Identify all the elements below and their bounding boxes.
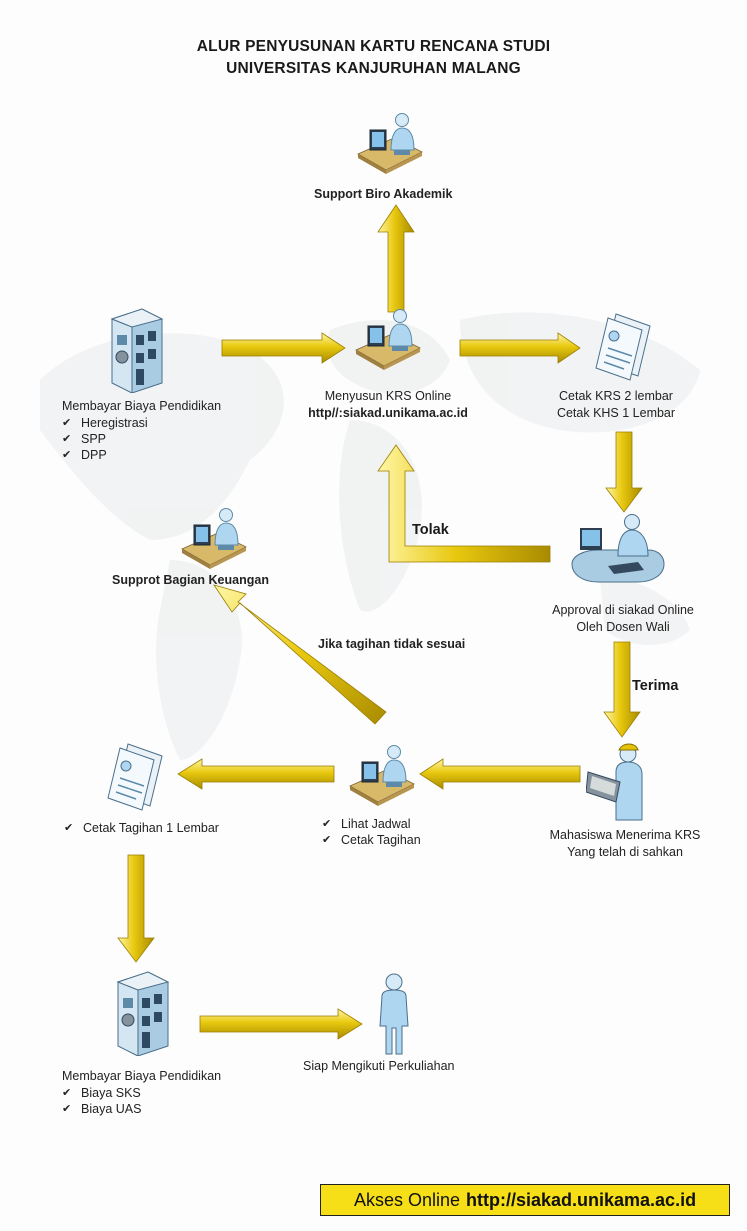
label-siap: Siap Mengikuti Perkuliahan	[303, 1059, 455, 1073]
workstation-user-icon	[181, 508, 247, 569]
diagram-title-line1: ALUR PENYUSUNAN KARTU RENCANA STUDI	[196, 38, 551, 55]
list-item: ✔Biaya UAS	[62, 1102, 142, 1116]
list-item: ✔SPP	[62, 432, 107, 446]
list-membayar1: ✔Heregistrasi ✔SPP ✔DPP	[62, 415, 148, 463]
arrow-mahasiswa-to-lihat	[419, 758, 581, 790]
footer-akses-online: Akses Online http://siakad.unikama.ac.id	[320, 1184, 730, 1216]
label-menyusun: Menyusun KRS Online	[324, 389, 452, 403]
label-support-biro: Support Biro Akademik	[314, 187, 453, 201]
building-icon	[116, 971, 170, 1056]
checkmark-icon: ✔	[62, 417, 72, 429]
label-mahasiswa: Mahasiswa Menerima KRS	[549, 828, 701, 842]
arrow-tolak	[377, 444, 551, 563]
documents-icon	[107, 743, 163, 811]
checkmark-icon: ✔	[322, 834, 332, 846]
label-menyusun-url: http//:siakad.unikama.ac.id	[308, 406, 468, 420]
arrow-cetak-krs-to-approval	[605, 431, 643, 513]
edge-label-jika-tagihan: Jika tagihan tidak sesuai	[318, 637, 466, 651]
checkmark-icon: ✔	[62, 433, 72, 445]
list-item: ✔Biaya SKS	[62, 1086, 141, 1100]
checkmark-icon: ✔	[62, 449, 72, 461]
documents-icon	[595, 313, 651, 381]
diagram-title-line2: UNIVERSITAS KANJURUHAN MALANG	[226, 60, 521, 77]
list-item: ✔DPP	[62, 448, 107, 462]
arrow-menyusun-to-cetak-krs	[459, 332, 581, 364]
standing-person-icon	[379, 973, 409, 1055]
arrow-terima	[603, 641, 641, 738]
arrow-membayar-to-menyusun	[221, 332, 346, 364]
label-support-keuangan: Supprot Bagian Keuangan	[112, 573, 269, 587]
label-cetak-krs: Cetak KRS 2 lembar	[559, 389, 673, 403]
footer-prefix: Akses Online	[353, 1189, 460, 1210]
list-item: ✔Heregistrasi	[62, 416, 148, 430]
arrow-jika-tagihan	[213, 584, 387, 725]
list-item: ✔Lihat Jadwal	[322, 817, 411, 831]
arrow-membayar2-to-siap	[199, 1008, 363, 1040]
checkmark-icon: ✔	[62, 1103, 72, 1115]
checkmark-icon: ✔	[322, 818, 332, 830]
list-membayar2: ✔Biaya SKS ✔Biaya UAS	[62, 1085, 141, 1117]
arrow-cetak-tagihan-to-membayar2	[117, 854, 155, 963]
desk-computer-user-icon	[571, 514, 665, 583]
label-approval-dosen: Oleh Dosen Wali	[576, 620, 670, 634]
label-mahasiswa-sahkan: Yang telah di sahkan	[567, 845, 683, 859]
workstation-user-icon	[349, 745, 415, 806]
list-item: ✔Cetak Tagihan	[322, 833, 421, 847]
checkmark-icon: ✔	[62, 1087, 72, 1099]
label-membayar2: Membayar Biaya Pendidikan	[62, 1069, 222, 1083]
workstation-user-icon	[357, 113, 423, 174]
list-lihat-jadwal: ✔Lihat Jadwal ✔Cetak Tagihan	[322, 816, 421, 848]
list-item: ✔Cetak Tagihan 1 Lembar	[64, 821, 219, 835]
footer-url[interactable]: http://siakad.unikama.ac.id	[466, 1189, 697, 1210]
building-icon	[110, 308, 164, 393]
list-cetak-tagihan: ✔Cetak Tagihan 1 Lembar	[64, 820, 219, 836]
student-tablet-icon	[586, 743, 643, 821]
edge-label-terima: Terima	[632, 678, 679, 694]
label-cetak-khs: Cetak KHS 1 Lembar	[556, 406, 676, 420]
edge-label-tolak: Tolak	[412, 522, 449, 538]
label-membayar1: Membayar Biaya Pendidikan	[62, 399, 222, 413]
label-approval: Approval di siakad Online	[552, 603, 694, 617]
workstation-user-icon	[355, 309, 421, 370]
checkmark-icon: ✔	[64, 822, 74, 834]
arrow-up-to-biro	[377, 204, 415, 313]
arrow-lihat-to-cetak-tagihan	[177, 758, 335, 790]
